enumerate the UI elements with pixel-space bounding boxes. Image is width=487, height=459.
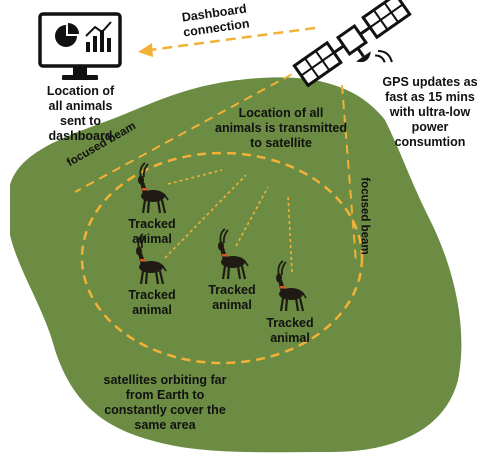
tracked-animal-label: Tracked animal: [128, 288, 176, 317]
focused-beam-right-label: focused beam: [358, 177, 371, 255]
tracked-animal-label: Tracked animal: [128, 217, 176, 246]
animal-link-lines: [164, 169, 293, 273]
orbit-caption: satellites orbiting far from Earth to co…: [103, 373, 227, 432]
dashboard-caption: Location of all animals sent to dashboar…: [46, 84, 115, 143]
tracked-animal-label: Tracked animal: [208, 283, 256, 312]
satellite-icon: [292, 0, 412, 88]
tracked-animal-label: Tracked animal: [266, 316, 314, 345]
dashboard-connection-line: [149, 26, 316, 52]
transmit-caption: Location of all animals is transmitted t…: [215, 106, 347, 150]
focused-beam-left-line: [74, 59, 319, 193]
coverage-ellipse: [80, 151, 364, 365]
dashboard-connection-arrowhead: [138, 43, 153, 57]
gps-caption: GPS updates as fast as 15 mins with ultr…: [382, 75, 478, 149]
monitor-dashboard-icon: [38, 12, 122, 80]
